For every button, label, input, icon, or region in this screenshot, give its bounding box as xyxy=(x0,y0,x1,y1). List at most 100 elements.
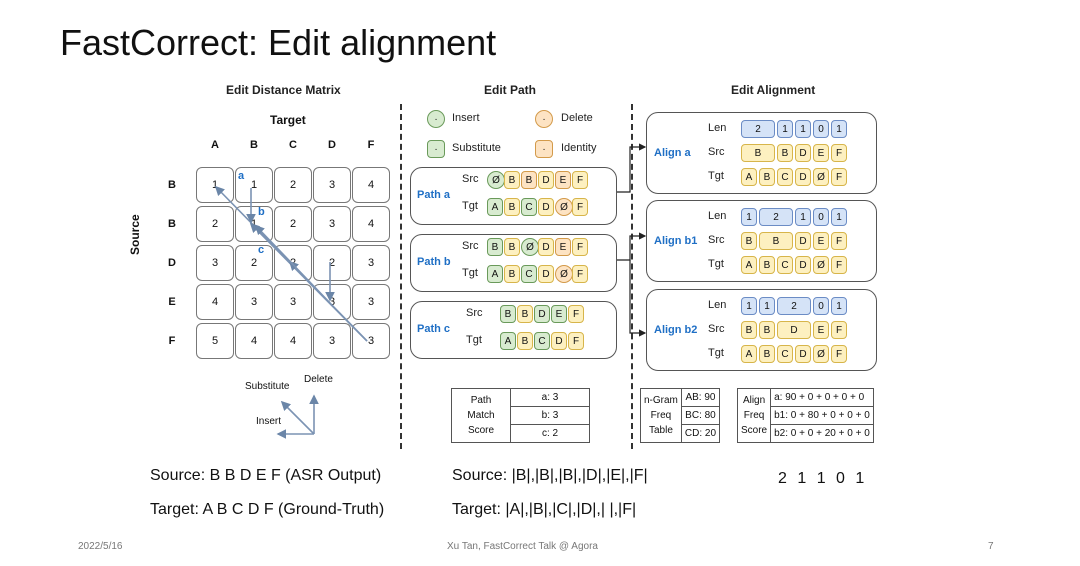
src-label: Src xyxy=(466,307,483,319)
len-label: Len xyxy=(708,299,727,311)
source-aligned: Source: |B|,|B|,|B|,|D|,|E|,|F| xyxy=(452,467,648,484)
source-asr-output: Source: B B D E F (ASR Output) xyxy=(150,467,382,484)
path-token: A xyxy=(487,265,503,283)
path-token: A xyxy=(500,332,516,350)
length-token: 1 xyxy=(777,120,793,138)
tgt-token: A xyxy=(741,168,757,186)
tgt-label: Tgt xyxy=(708,170,724,182)
path-label-b: b xyxy=(258,206,265,218)
src-token: F xyxy=(831,321,847,339)
src-label: Src xyxy=(462,240,479,252)
legend-identity: Identity xyxy=(561,142,597,154)
matrix-row-header: E xyxy=(168,296,176,308)
path-token: B xyxy=(504,265,520,283)
tgt-token: A xyxy=(741,256,757,274)
divider-left xyxy=(400,104,402,449)
path-token: D xyxy=(538,238,554,256)
len-label: Len xyxy=(708,122,727,134)
path-token: F xyxy=(568,305,584,323)
tgt-token: F xyxy=(831,345,847,363)
align-name: Align b2 xyxy=(654,324,698,336)
src-token: B xyxy=(741,321,757,339)
matrix-cell: 4 xyxy=(196,284,234,320)
src-token: B xyxy=(777,144,793,162)
ngram-label-2: Freq xyxy=(650,410,672,421)
length-token: 1 xyxy=(741,208,757,226)
path-match-score-table: Path Match Score a: 3 b: 3 c: 2 xyxy=(451,388,590,443)
path-token: B xyxy=(517,332,533,350)
matrix-cell: 2 xyxy=(313,245,351,281)
path-token: C xyxy=(534,332,550,350)
tgt-token: C xyxy=(777,168,793,186)
tgt-token: Ø xyxy=(813,345,829,363)
path-token: B xyxy=(504,198,520,216)
legend-insert: Insert xyxy=(452,112,480,124)
legend-substitute: Substitute xyxy=(452,142,501,154)
op-substitute: Substitute xyxy=(245,381,290,392)
path-token: D xyxy=(551,332,567,350)
matrix-cell: 3 xyxy=(196,245,234,281)
tgt-token: B xyxy=(759,168,775,186)
tgt-token: B xyxy=(759,345,775,363)
length-token: 2 xyxy=(777,297,811,315)
length-token: 2 xyxy=(759,208,793,226)
path-token: C xyxy=(521,265,537,283)
tgt-label: Tgt xyxy=(466,334,482,346)
score-row-c: c: 2 xyxy=(510,424,590,443)
length-token: 0 xyxy=(813,208,829,226)
path-token: B xyxy=(517,305,533,323)
tgt-token: D xyxy=(795,345,811,363)
path-token: F xyxy=(572,198,588,216)
matrix-cell: 3 xyxy=(352,245,390,281)
diag-arrow xyxy=(254,224,331,304)
src-token: E xyxy=(813,232,829,250)
matrix-col-header: A xyxy=(211,139,219,151)
path-token: D xyxy=(538,198,554,216)
alignscore-label-1: Align xyxy=(742,395,766,406)
matrix-cell: 3 xyxy=(313,167,351,203)
path-label-a: a xyxy=(238,170,245,182)
length-token: 1 xyxy=(795,208,811,226)
insert-legend-icon: · xyxy=(427,110,445,128)
matrix-cell: 3 xyxy=(352,284,390,320)
tgt-token: C xyxy=(777,256,793,274)
matrix-cell: 3 xyxy=(313,323,351,359)
path-token: F xyxy=(572,171,588,189)
score-label-match: Match xyxy=(467,410,495,421)
target-aligned: Target: |A|,|B|,|C|,|D|,| |,|F| xyxy=(452,501,637,518)
matrix-cell: 4 xyxy=(235,323,273,359)
footer-date: 2022/5/16 xyxy=(78,541,123,552)
tgt-token: Ø xyxy=(813,168,829,186)
path-token: D xyxy=(538,171,554,189)
op-insert: Insert xyxy=(256,416,282,427)
matrix-cell: 3 xyxy=(352,323,390,359)
matrix-cell: 2 xyxy=(274,167,312,203)
tgt-label: Tgt xyxy=(462,200,478,212)
length-token: 1 xyxy=(741,297,757,315)
src-token: D xyxy=(795,144,811,162)
length-token: 1 xyxy=(831,208,847,226)
divider-right xyxy=(631,104,633,449)
src-token: E xyxy=(813,144,829,162)
matrix-row-header: F xyxy=(168,335,176,347)
tgt-token: B xyxy=(759,256,775,274)
path-token: D xyxy=(538,265,554,283)
align-name: Align b1 xyxy=(654,235,698,247)
footer-credit: Xu Tan, FastCorrect Talk @ Agora xyxy=(447,541,598,552)
path-token: B xyxy=(504,238,520,256)
matrix-col-header: D xyxy=(328,139,336,151)
length-token: 1 xyxy=(795,120,811,138)
src-token: D xyxy=(795,232,811,250)
length-token: 1 xyxy=(831,120,847,138)
path-token: F xyxy=(568,332,584,350)
path-label-c: c xyxy=(258,244,265,256)
duration-values: 2 1 1 0 1 xyxy=(778,470,868,487)
matrix-cell: 3 xyxy=(313,284,351,320)
src-token: B xyxy=(741,144,775,162)
path-token: E xyxy=(555,238,571,256)
matrix-row-header: B xyxy=(168,218,176,230)
delete-legend-icon: · xyxy=(535,110,553,128)
matrix-col-header: F xyxy=(367,139,375,151)
path-name: Path c xyxy=(417,323,451,335)
src-label: Src xyxy=(708,146,725,158)
